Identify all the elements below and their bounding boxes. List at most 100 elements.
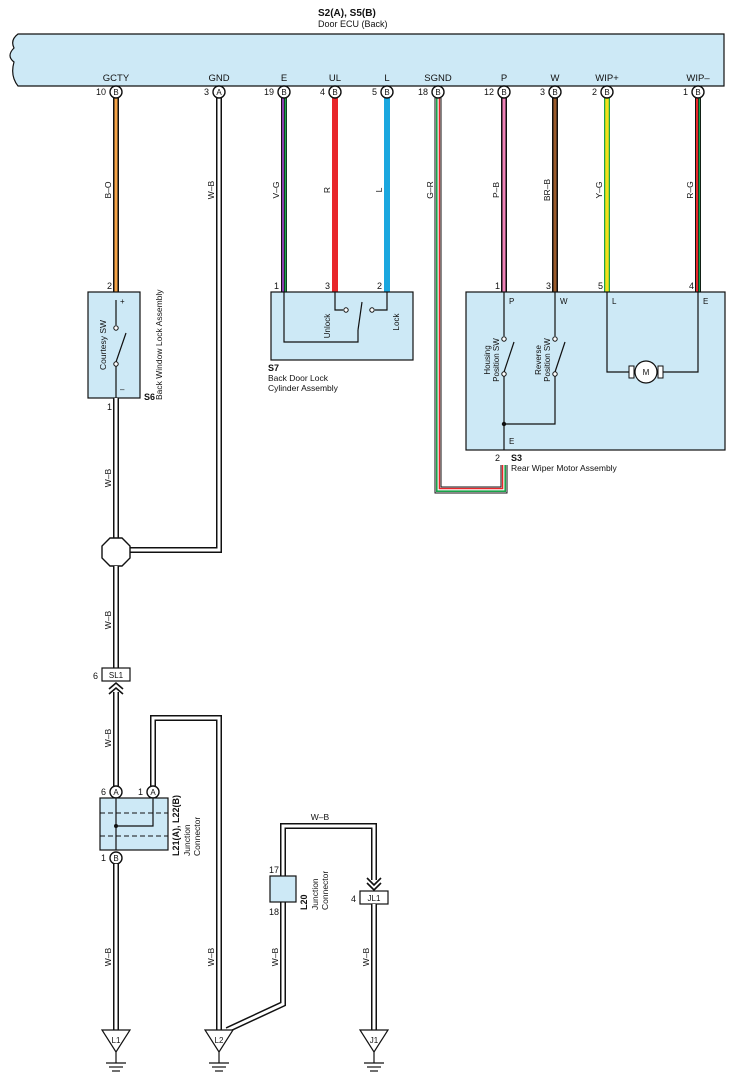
s6-switch-blade [115,332,127,363]
svg-text:A: A [150,788,156,797]
s7-name-2: Cylinder Assembly [268,383,339,393]
s3-term-e: E [703,297,708,306]
wire-label-l1: W–B [103,947,113,966]
s3-pin-1: 1 [495,281,500,291]
sl1-label: SL1 [109,671,124,680]
l20-pin-bottom: 18 [269,907,279,917]
wire-label-e: V–G [271,181,281,198]
pin-connector-ul: B 4 [320,85,342,99]
wire-l20-route [225,823,377,1033]
s3-name: Rear Wiper Motor Assembly [511,463,618,473]
pin-num-gnd: 3 [204,87,209,97]
wire-label-l20-down: W–B [270,947,280,966]
pin-connector-wip-plus: B 2 [592,85,614,99]
s7-pin-3: 3 [325,281,330,291]
s6-name: Back Window Lock Assembly [154,289,164,400]
l20-pin-top: 17 [269,865,279,875]
pin-num-w: 3 [540,87,545,97]
wire-label-wip-minus: R–G [685,181,695,198]
wire-wip-minus [695,98,701,292]
wire-labels: B–O W–B V–G R L G–R P–B BR–B Y–G R–G [103,179,695,202]
svg-text:B: B [435,88,440,97]
s3-reverse-line2: Position SW [543,338,552,382]
s3-housing-line1: Housing [483,345,492,374]
s3-term-l: L [612,297,617,306]
svg-text:B: B [384,88,389,97]
pin-connector-gcty: B 10 [96,85,123,99]
s3-pin-5: 5 [598,281,603,291]
ecu-name: Door ECU (Back) [318,19,388,29]
l21-pin-a1: 6 [101,787,106,797]
s7-name-1: Back Door Lock [268,373,329,383]
s7-back-door-lock-cylinder: 1 3 2 Unlock Lock S7 Back Door Lock Cyli… [268,281,414,393]
s3-ground-term: E [509,437,514,446]
pin-num-wip-plus: 2 [592,87,597,97]
svg-text:A: A [216,88,222,97]
pin-num-e: 19 [264,87,274,97]
pin-connector-gnd: A 3 [204,85,226,99]
ground-j1: J1 [358,1029,390,1072]
pin-connector-l: B 5 [372,85,394,99]
pin-name-wip-plus: WIP+ [595,73,619,84]
wire-gnd [130,98,222,553]
s7-unlock-label: Unlock [323,313,332,338]
l20-code: L20 [299,894,309,910]
svg-text:B: B [695,88,700,97]
pin-num-l: 5 [372,87,377,97]
l20-junction-connector: 17 18 L20 Junction Connector [269,865,330,917]
s6-plus: + [120,297,125,306]
s3-pin-3: 3 [546,281,551,291]
s3-term-p: P [509,297,514,306]
s6-pin-bottom: 1 [107,402,112,412]
l20-name-2: Connector [320,871,330,910]
svg-text:B: B [113,854,118,863]
pin-name-gcty: GCTY [103,73,130,84]
pin-name-p: P [501,73,507,84]
l21-pin-b: 1 [101,853,106,863]
wire-label-p: P–B [491,182,501,198]
pin-connector-p: B 12 [484,85,511,99]
jl1-label: JL1 [368,894,381,903]
ground-l2: L2 [203,1029,235,1072]
l21-junction-connector: A 6 A 1 B 1 L21(A), L22(B) Junction Conn… [99,785,202,865]
pin-num-sgnd: 18 [418,87,428,97]
pin-connector-wip-minus: B 1 [683,85,705,99]
s7-pin-2: 2 [377,281,382,291]
pin-num-ul: 4 [320,87,325,97]
ecu-pin-names: GCTY GND E UL L SGND P W WIP+ WIP– [103,73,711,84]
sl1-pin: 6 [93,671,98,681]
pin-name-gnd: GND [208,73,229,84]
ecu-code: S2(A), S5(B) [318,8,376,19]
jl1-connector: JL1 4 [351,877,389,905]
wire-l21-to-l2 [150,715,222,1030]
s6-pin-top: 2 [107,281,112,291]
jl1-pin: 4 [351,894,356,904]
s3-motor-label: M [643,368,650,377]
s7-pin-1: 1 [274,281,279,291]
svg-text:B: B [501,88,506,97]
pin-name-sgnd: SGND [424,73,452,84]
l21-name-2: Connector [192,817,202,856]
pin-num-p: 12 [484,87,494,97]
s7-switch-blade [357,301,363,331]
pin-name-ul: UL [329,73,341,84]
s6-back-window-lock: 2 + – Courtesy SW 1 S6 Back Window Lock … [87,281,164,412]
wire-label-gcty: B–O [103,181,113,198]
wire-label-splice-down: W–B [103,610,113,629]
wire-label-sl1-down: W–B [103,728,113,747]
pin-connector-sgnd: B 18 [418,85,445,99]
wire-label-ul: R [322,187,332,193]
wire-label-w: BR–B [542,179,552,202]
svg-text:B: B [113,88,118,97]
splice-point [101,537,131,567]
wire-label-l2: W–B [206,947,216,966]
wire-label-wip-plus: Y–G [594,181,604,198]
pin-name-e: E [281,73,287,84]
motor-icon [634,360,658,384]
sl1-connector: SL1 6 [93,667,131,695]
ground-l1: L1 [100,1029,132,1072]
wire-e [281,98,287,292]
l21-pin-a2: 1 [138,787,143,797]
